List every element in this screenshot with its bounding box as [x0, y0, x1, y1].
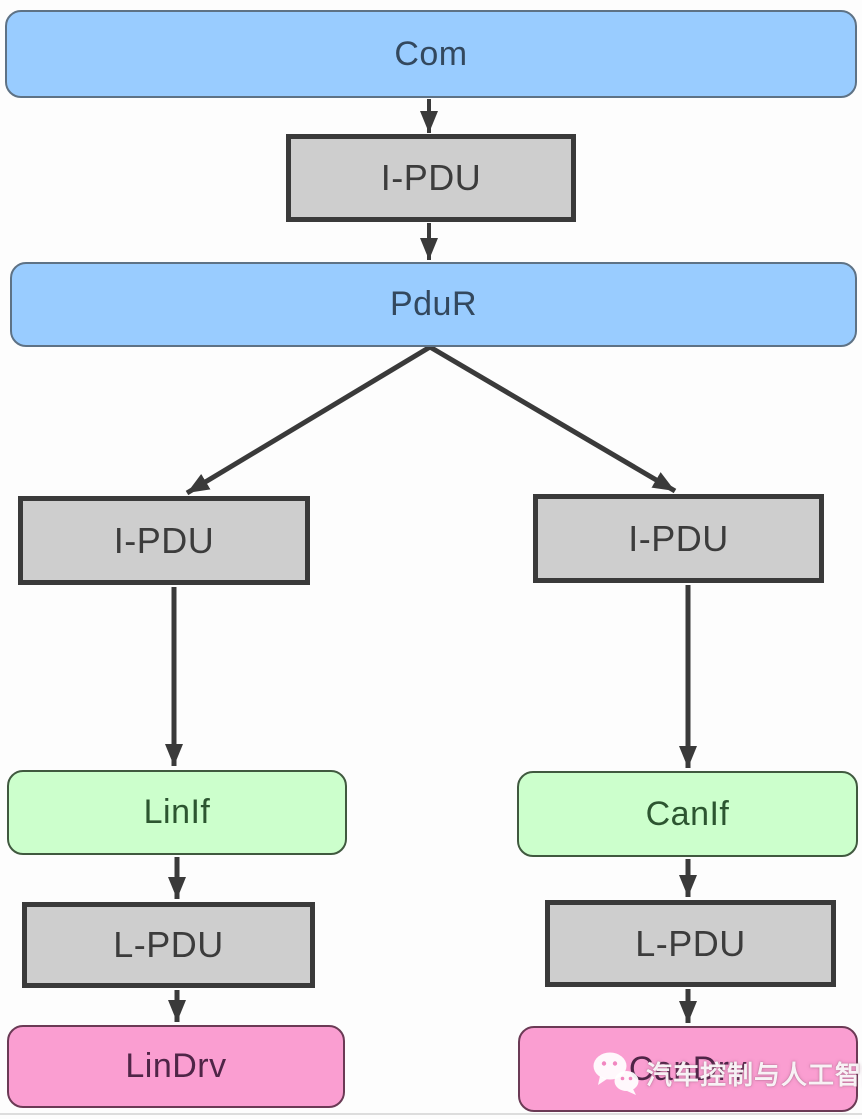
node-canif: CanIf [517, 771, 858, 857]
node-candrv: CanDrv [518, 1026, 858, 1112]
node-ipdu-left-label: I-PDU [113, 519, 215, 561]
node-com-label: Com [394, 34, 468, 73]
node-lindrv-label: LinDrv [125, 1047, 227, 1085]
node-com: Com [5, 10, 857, 98]
node-ipdu-right: I-PDU [533, 494, 824, 583]
node-ipdu-left: I-PDU [18, 496, 310, 585]
node-lindrv: LinDrv [7, 1025, 345, 1108]
node-ipdu-right-label: I-PDU [628, 517, 729, 559]
node-pdur-label: PduR [389, 285, 478, 323]
node-lpdu-right: L-PDU [545, 900, 836, 987]
node-lpdu-left: L-PDU [22, 902, 315, 988]
node-candrv-label: CanDrv [628, 1049, 748, 1088]
arrow-pdur-to-ipdu-left [185, 344, 432, 496]
bottom-divider [0, 1113, 862, 1115]
node-canif-label: CanIf [645, 794, 730, 833]
node-linif-label: LinIf [143, 793, 211, 831]
node-pdur: PduR [10, 262, 857, 347]
node-lpdu-right-label: L-PDU [635, 922, 746, 964]
node-linif: LinIf [7, 770, 347, 855]
node-lpdu-left-label: L-PDU [113, 924, 224, 965]
node-ipdu-top-label: I-PDU [380, 157, 482, 198]
node-ipdu-top: I-PDU [286, 134, 576, 222]
arrow-pdur-to-ipdu-right [428, 344, 677, 494]
